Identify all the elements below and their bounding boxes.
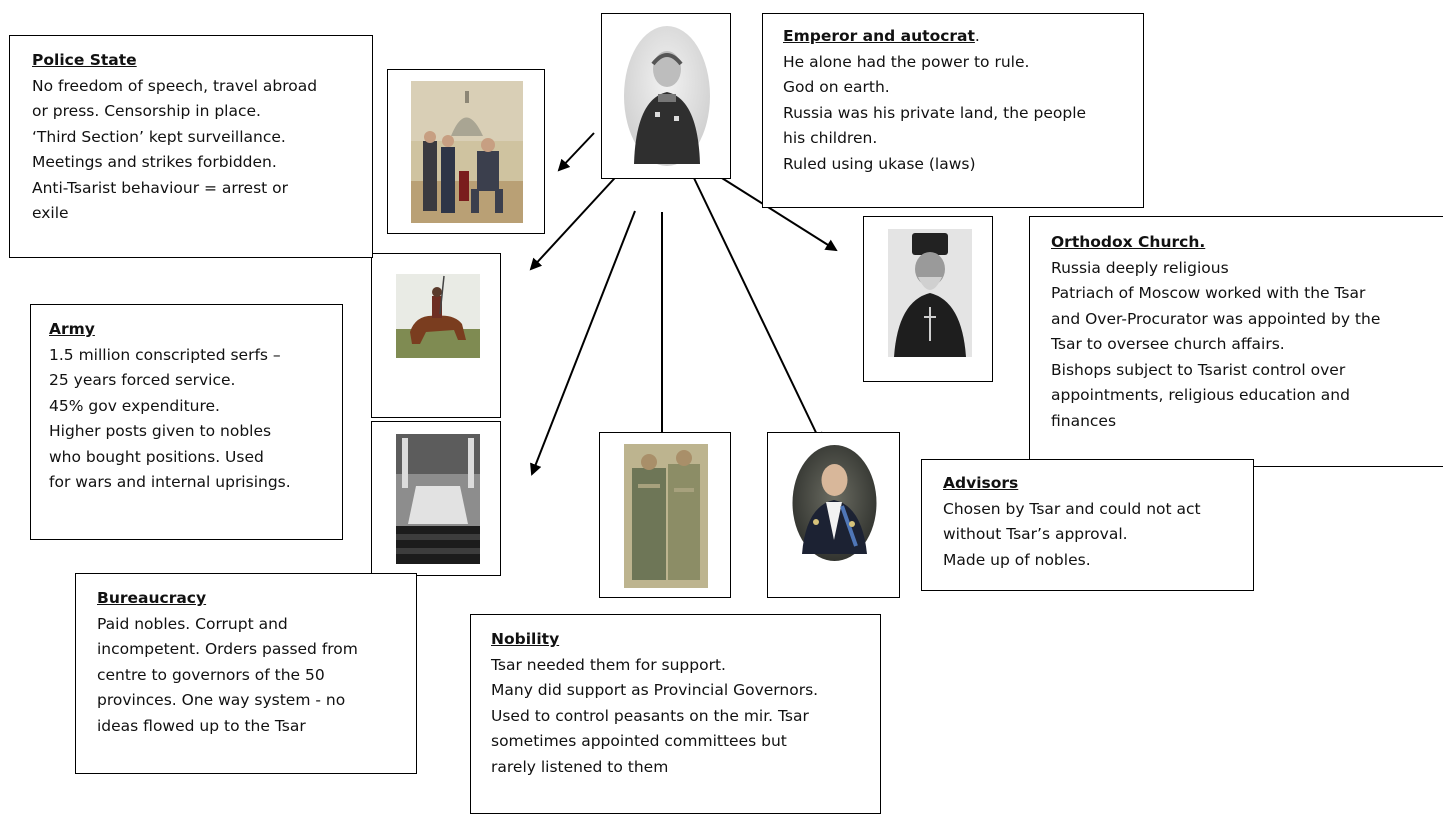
church-box: Orthodox Church. Russia deeply religious… [1029,216,1443,467]
police-state-line: Anti-Tsarist behaviour = arrest or [32,178,289,197]
army-title: Army [49,320,95,338]
police-state-line: ‘Third Section’ kept surveillance. [32,127,286,146]
advisors-line: Chosen by Tsar and could not act [943,499,1201,518]
portrait-of-tsar [622,24,712,169]
army-line: who bought positions. Used [49,447,264,466]
army-line: for wars and internal uprisings. [49,473,291,491]
bureaucracy-line: incompetent. Orders passed from [97,640,358,658]
army-line: Higher posts given to nobles [49,422,272,440]
assembly-hall-picture [396,434,480,564]
emperor-line: Russia was his private land, the people [783,103,1087,122]
bureaucracy-title: Bureaucracy [97,589,207,607]
emperor-line: God on earth. [783,78,890,96]
police-state-title: Police State [32,51,137,69]
police-state-line: No freedom of speech, travel abroad [32,76,318,95]
orthodox-priest-portrait [888,229,972,357]
army-line: 45% gov expenditure. [49,396,220,415]
bureaucracy-picture-frame [371,421,501,576]
emperor-title-suffix: . [974,27,980,45]
bureaucracy-line: ideas flowed up to the Tsar [97,716,306,735]
church-line: Patriach of Moscow worked with the Tsar [1051,284,1366,302]
nobility-line: Many did support as Provincial Governors… [491,681,819,699]
nobility-line: Tsar needed them for support. [491,655,726,674]
arrow-to-police [557,132,595,172]
advisors-picture-frame [767,432,900,598]
advisors-box: Advisors Chosen by Tsar and could not ac… [921,459,1254,591]
arrow-to-bureaucracy [530,210,636,476]
nobility-line: sometimes appointed committees but [491,732,787,750]
police-state-line: exile [32,204,69,222]
cossack-rider-picture [396,274,480,358]
emperor-line: He alone had the power to rule. [783,52,1030,71]
arrow-to-army [529,167,625,271]
church-line: Bishops subject to Tsarist control over [1051,360,1346,379]
army-line: 1.5 million conscripted serfs – [49,345,281,364]
church-picture-frame [863,216,993,382]
church-line: Tsar to oversee church affairs. [1051,335,1285,353]
tsar-portrait-frame [601,13,731,179]
emperor-line: his children. [783,129,878,147]
bureaucracy-line: provinces. One way system - no [97,691,346,709]
church-line: finances [1051,411,1117,430]
police-state-box: Police State No freedom of speech, trave… [9,35,373,258]
bureaucracy-box: Bureaucracy Paid nobles. Corrupt and inc… [75,573,417,774]
police-state-line: Meetings and strikes forbidden. [32,153,277,171]
emperor-title-line: Emperor and autocrat. [783,24,1143,50]
church-title: Orthodox Church. [1051,233,1206,251]
emperor-line: Ruled using ukase (laws) [783,154,976,173]
advisors-title: Advisors [943,474,1019,492]
church-line: appointments, religious education and [1051,386,1350,404]
nobility-box: Nobility Tsar needed them for support. M… [470,614,881,814]
advisors-line: Made up of nobles. [943,550,1091,569]
advisors-line: without Tsar’s approval. [943,525,1128,543]
emperor-box: Emperor and autocrat. He alone had the p… [762,13,1144,208]
nobility-line: Used to control peasants on the mir. Tsa… [491,706,809,725]
bureaucracy-line: Paid nobles. Corrupt and [97,614,288,633]
police-state-line: or press. Censorship in place. [32,102,261,120]
police-scene-picture [411,81,523,223]
army-box: Army 1.5 million conscripted serfs – 25 … [30,304,343,540]
arrow-to-church [705,167,838,252]
bureaucracy-line: centre to governors of the 50 [97,665,325,684]
church-line: and Over-Procurator was appointed by the [1051,309,1381,328]
nobility-picture-frame [599,432,731,598]
emperor-title: Emperor and autocrat [783,27,975,45]
church-line: Russia deeply religious [1051,258,1229,277]
nobility-title: Nobility [491,630,560,648]
boyars-picture [624,444,708,588]
police-picture-frame [387,69,545,234]
army-line: 25 years forced service. [49,371,236,389]
arrow-to-advisors [692,175,823,445]
army-picture-frame [371,253,501,418]
advisor-portrait [792,444,877,562]
nobility-line: rarely listened to them [491,757,669,776]
